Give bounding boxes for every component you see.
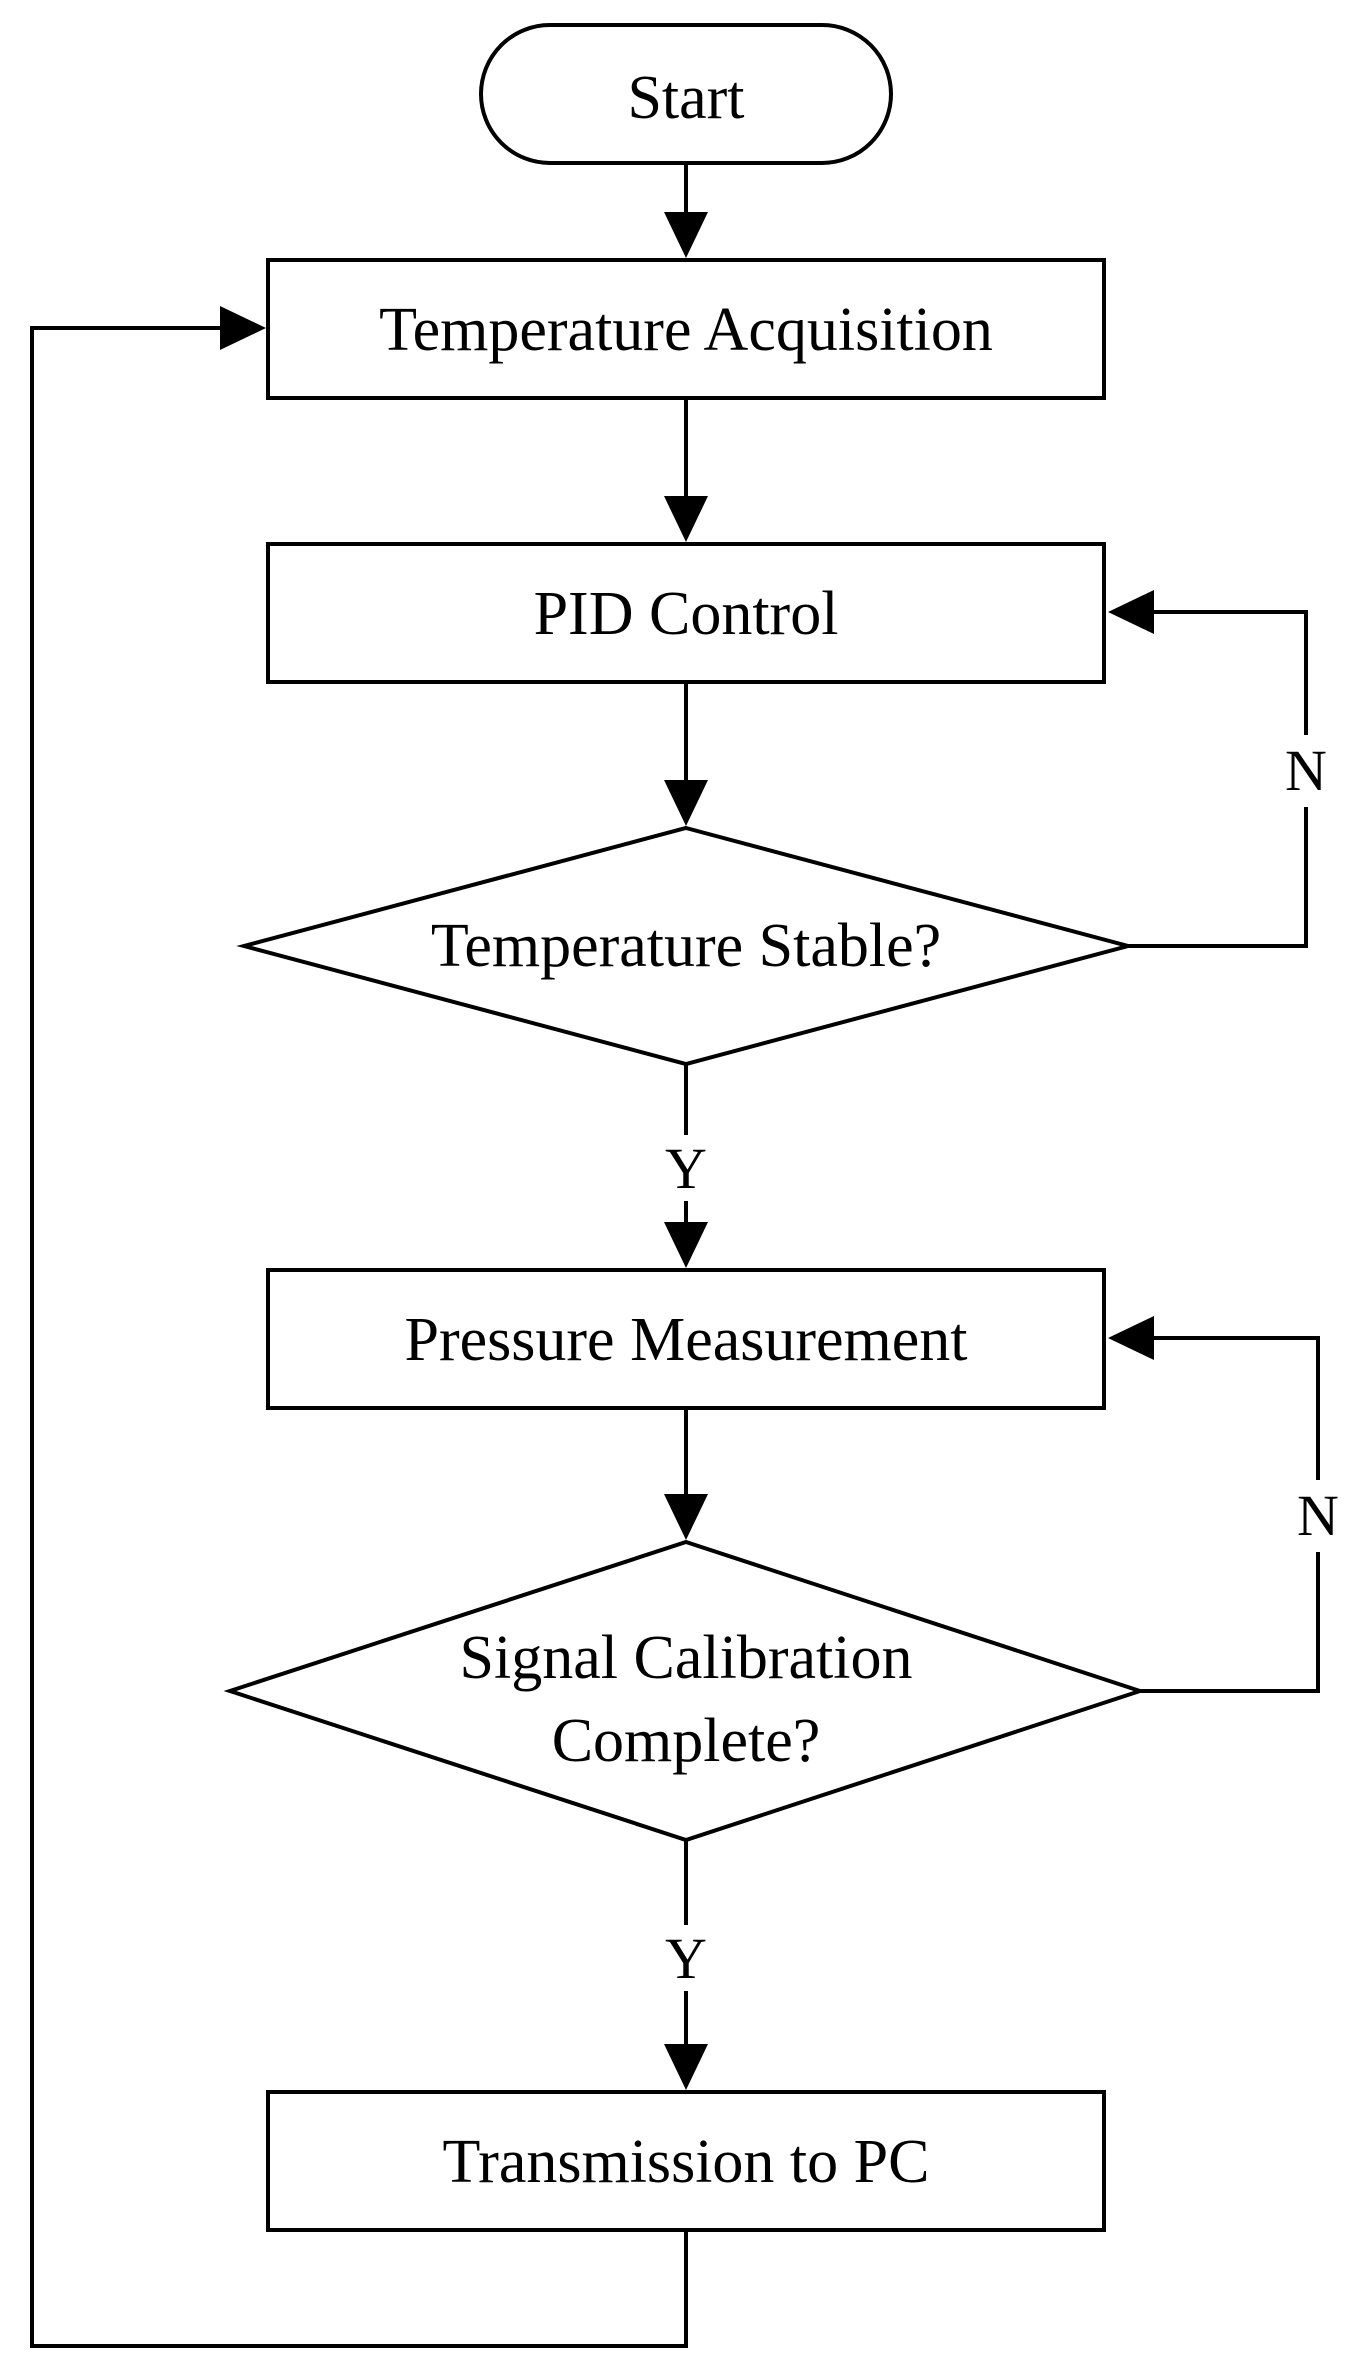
yes-label-background [660, 1925, 712, 1991]
yes-label: Y [665, 1926, 707, 1991]
transmission-box [266, 2090, 1106, 2232]
signal-calibration-label-line1: Signal Calibration [460, 1624, 913, 1692]
arrowhead [664, 2044, 708, 2090]
pid-control-label: PID Control [534, 580, 839, 648]
temperature-stable-label: Temperature Stable? [431, 912, 941, 980]
no-label: N [1285, 738, 1327, 803]
signal-calibration-label-line2: Complete? [552, 1707, 821, 1775]
temperature-acquisition-box [266, 258, 1106, 400]
yes-label: Y [665, 1136, 707, 1201]
transmission-label: Transmission to PC [443, 2128, 930, 2196]
connector-loop-to-acquisition [30, 326, 688, 2348]
yes-label-background [660, 1135, 712, 1201]
arrowhead [1108, 590, 1154, 634]
pressure-measurement-label: Pressure Measurement [405, 1306, 968, 1374]
connector-stable-no-loop [1128, 610, 1308, 948]
no-label-background [1292, 1480, 1344, 1552]
arrowhead [664, 780, 708, 826]
pressure-measurement-box [266, 1268, 1106, 1410]
arrowhead [664, 496, 708, 542]
no-label-background [1280, 735, 1332, 807]
arrowhead [664, 212, 708, 258]
connector-calibration-no-loop [1140, 1336, 1320, 1693]
arrowhead [1108, 1316, 1154, 1360]
temperature-acquisition-label: Temperature Acquisition [379, 296, 993, 364]
no-label: N [1297, 1483, 1339, 1548]
arrowhead [220, 306, 266, 350]
arrowhead [664, 1222, 708, 1268]
start-label: Start [627, 64, 744, 132]
arrowhead [664, 1494, 708, 1540]
